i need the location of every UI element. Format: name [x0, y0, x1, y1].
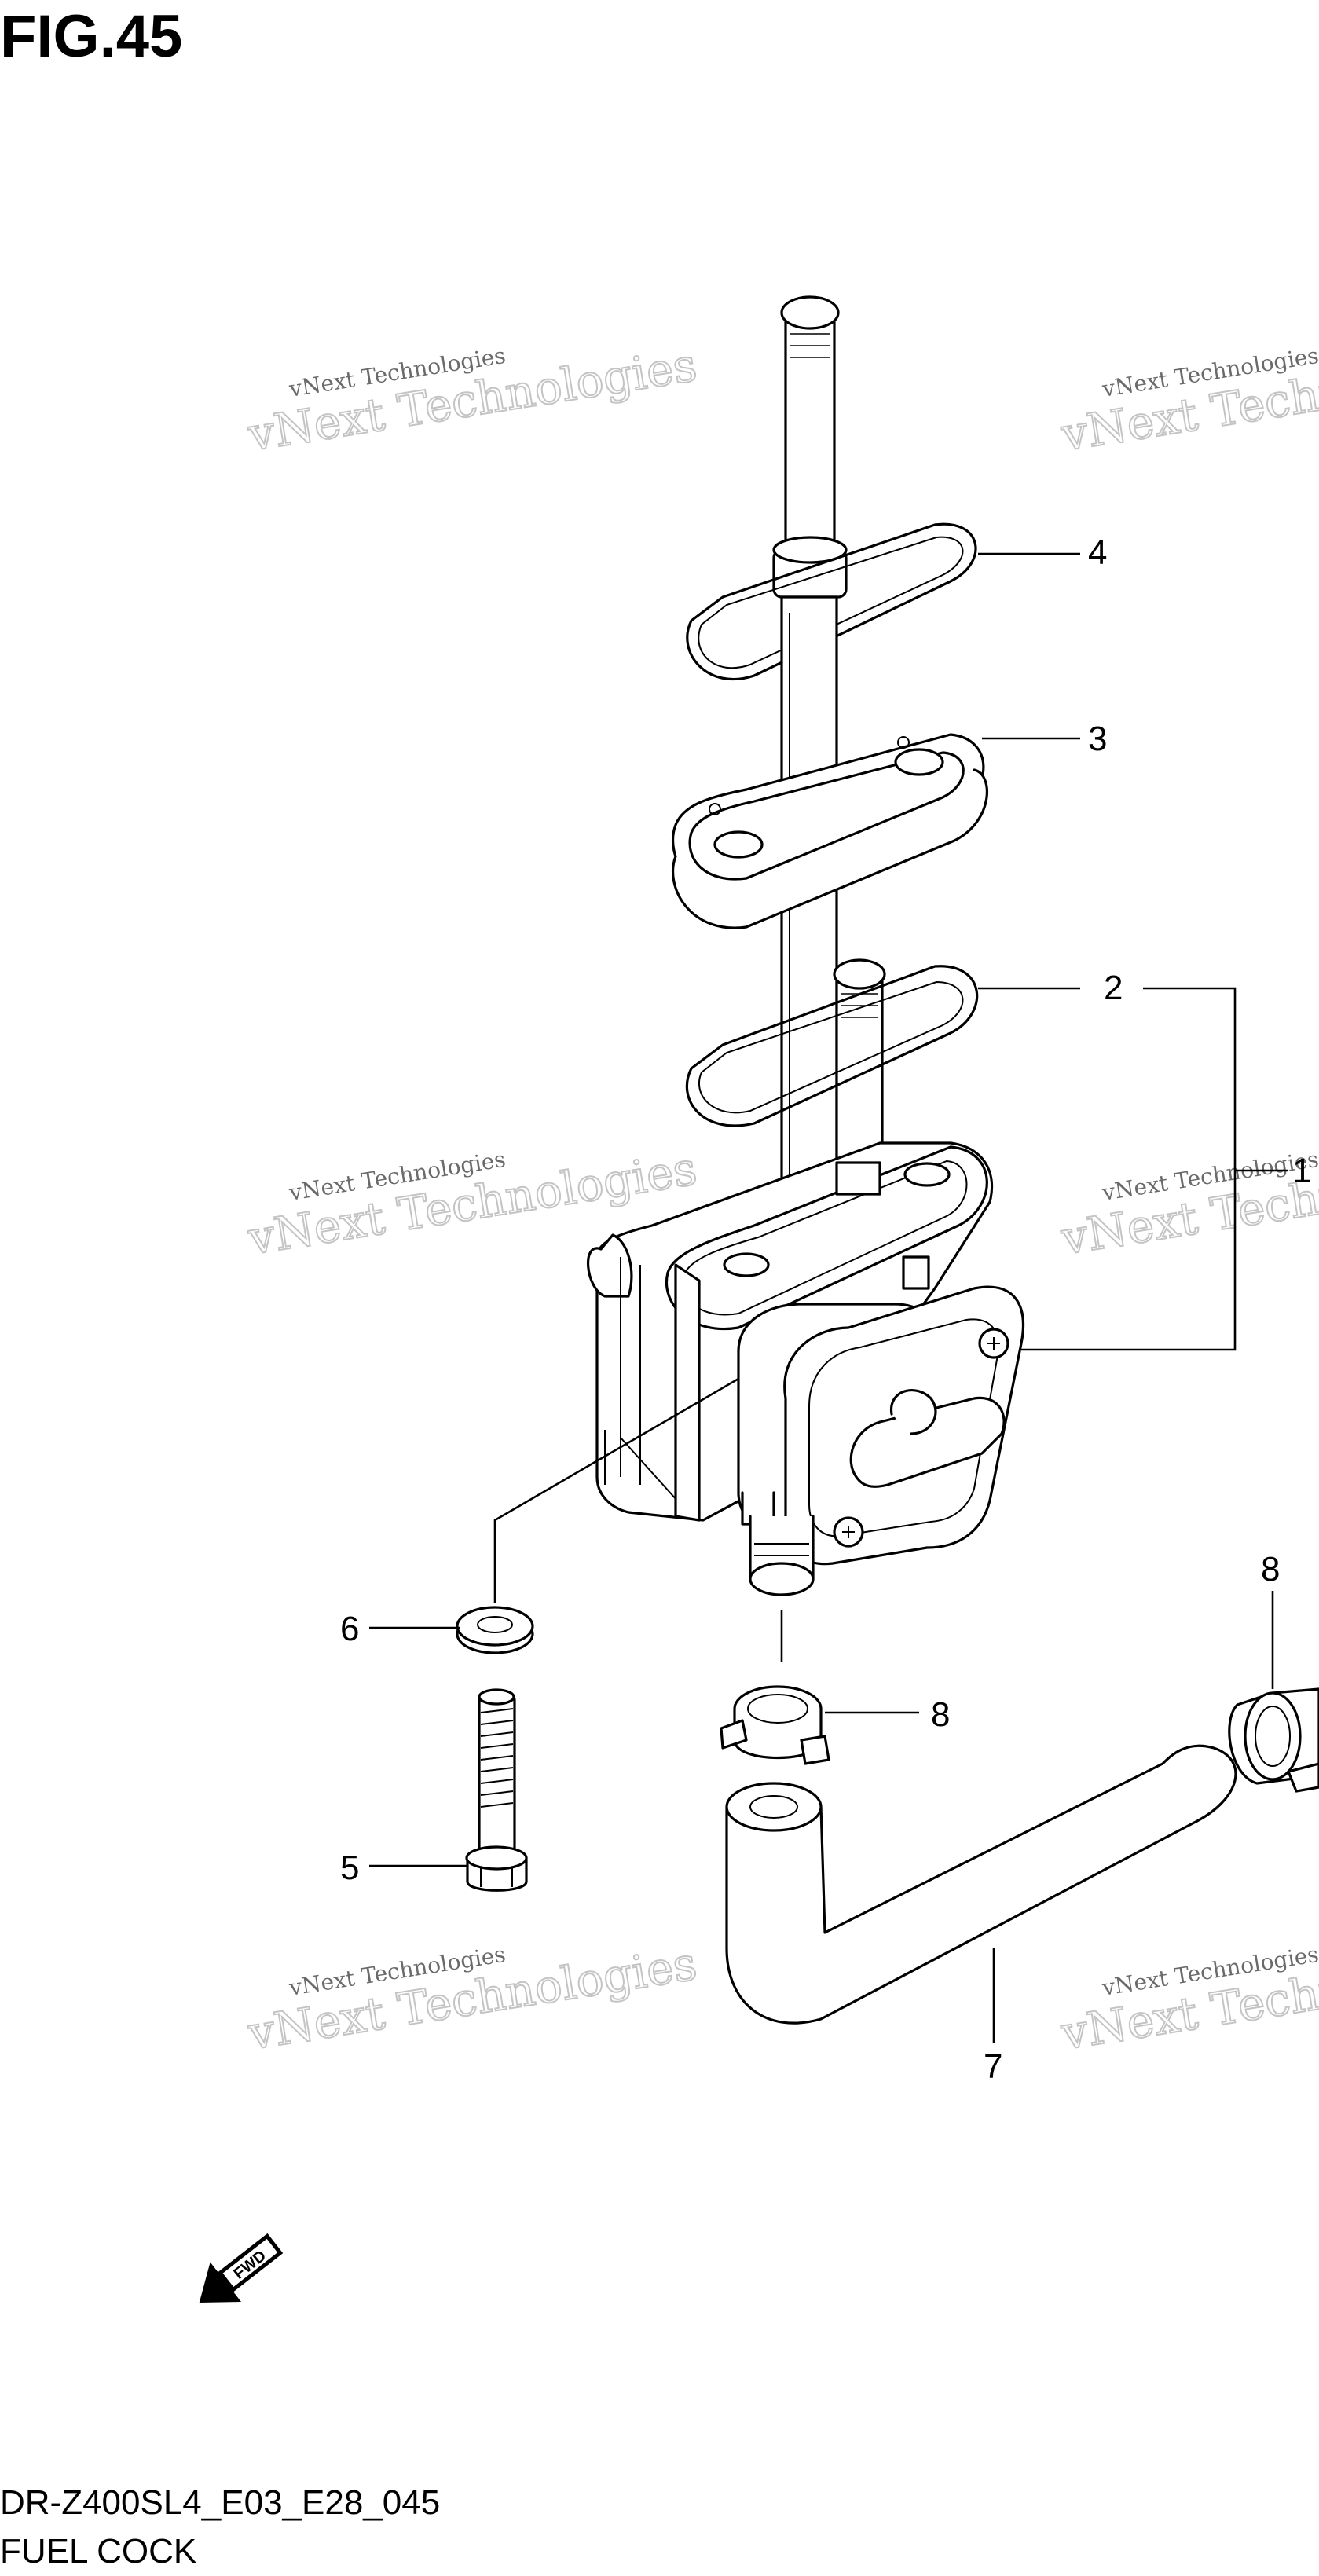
- callout-7: 7: [984, 2047, 1002, 2086]
- part-2-o-ring-filter: [685, 958, 979, 1188]
- callout-8-right: 8: [1261, 1550, 1280, 1588]
- part-5-bolt: [465, 1688, 528, 1892]
- watermark-top-right: vNext Technologies vNext Technologies: [1057, 337, 1319, 462]
- part-7-fuel-hose: [725, 1744, 1237, 2025]
- watermark-mid-right: vNext Technologies vNext Technologies: [1057, 1141, 1319, 1266]
- diagram-title: FUEL COCK: [0, 2532, 196, 2571]
- watermark-bottom-right: vNext Technologies vNext Technologies: [1057, 1936, 1319, 2061]
- central-shaft: [780, 595, 838, 1243]
- watermark-top-left: vNext Technologies vNext Technologies: [244, 337, 702, 462]
- callout-6: 6: [340, 1610, 359, 1648]
- callout-3: 3: [1088, 720, 1107, 758]
- part-6-washer: [456, 1606, 534, 1654]
- leader-6-body: [493, 1377, 739, 1603]
- callout-1: 1: [1292, 1152, 1311, 1190]
- part-3-gasket: [671, 733, 989, 929]
- callout-4: 4: [1088, 533, 1107, 572]
- fwd-arrow-icon: FWD: [199, 2233, 284, 2303]
- callout-numbers: 4 3 2 1 6 5 8 8 7: [340, 533, 1311, 2086]
- part-8-clamp-right: [1228, 1687, 1319, 1793]
- figure-label: FIG.45: [0, 3, 182, 70]
- callout-8-left: 8: [931, 1695, 950, 1734]
- part-8-clamp-left: [720, 1685, 830, 1765]
- leader-1-bracket: [1021, 987, 1237, 1351]
- watermark-bottom-left: vNext Technologies vNext Technologies: [244, 1936, 702, 2061]
- callout-5: 5: [340, 1849, 359, 1887]
- part-4-o-ring-filter: [686, 295, 977, 681]
- part-1-fuel-cock-body: [586, 1141, 1025, 1596]
- diagram-code: DR-Z400SL4_E03_E28_045: [0, 2483, 440, 2522]
- callout-2: 2: [1104, 969, 1123, 1007]
- leader-lines: [369, 552, 1288, 2043]
